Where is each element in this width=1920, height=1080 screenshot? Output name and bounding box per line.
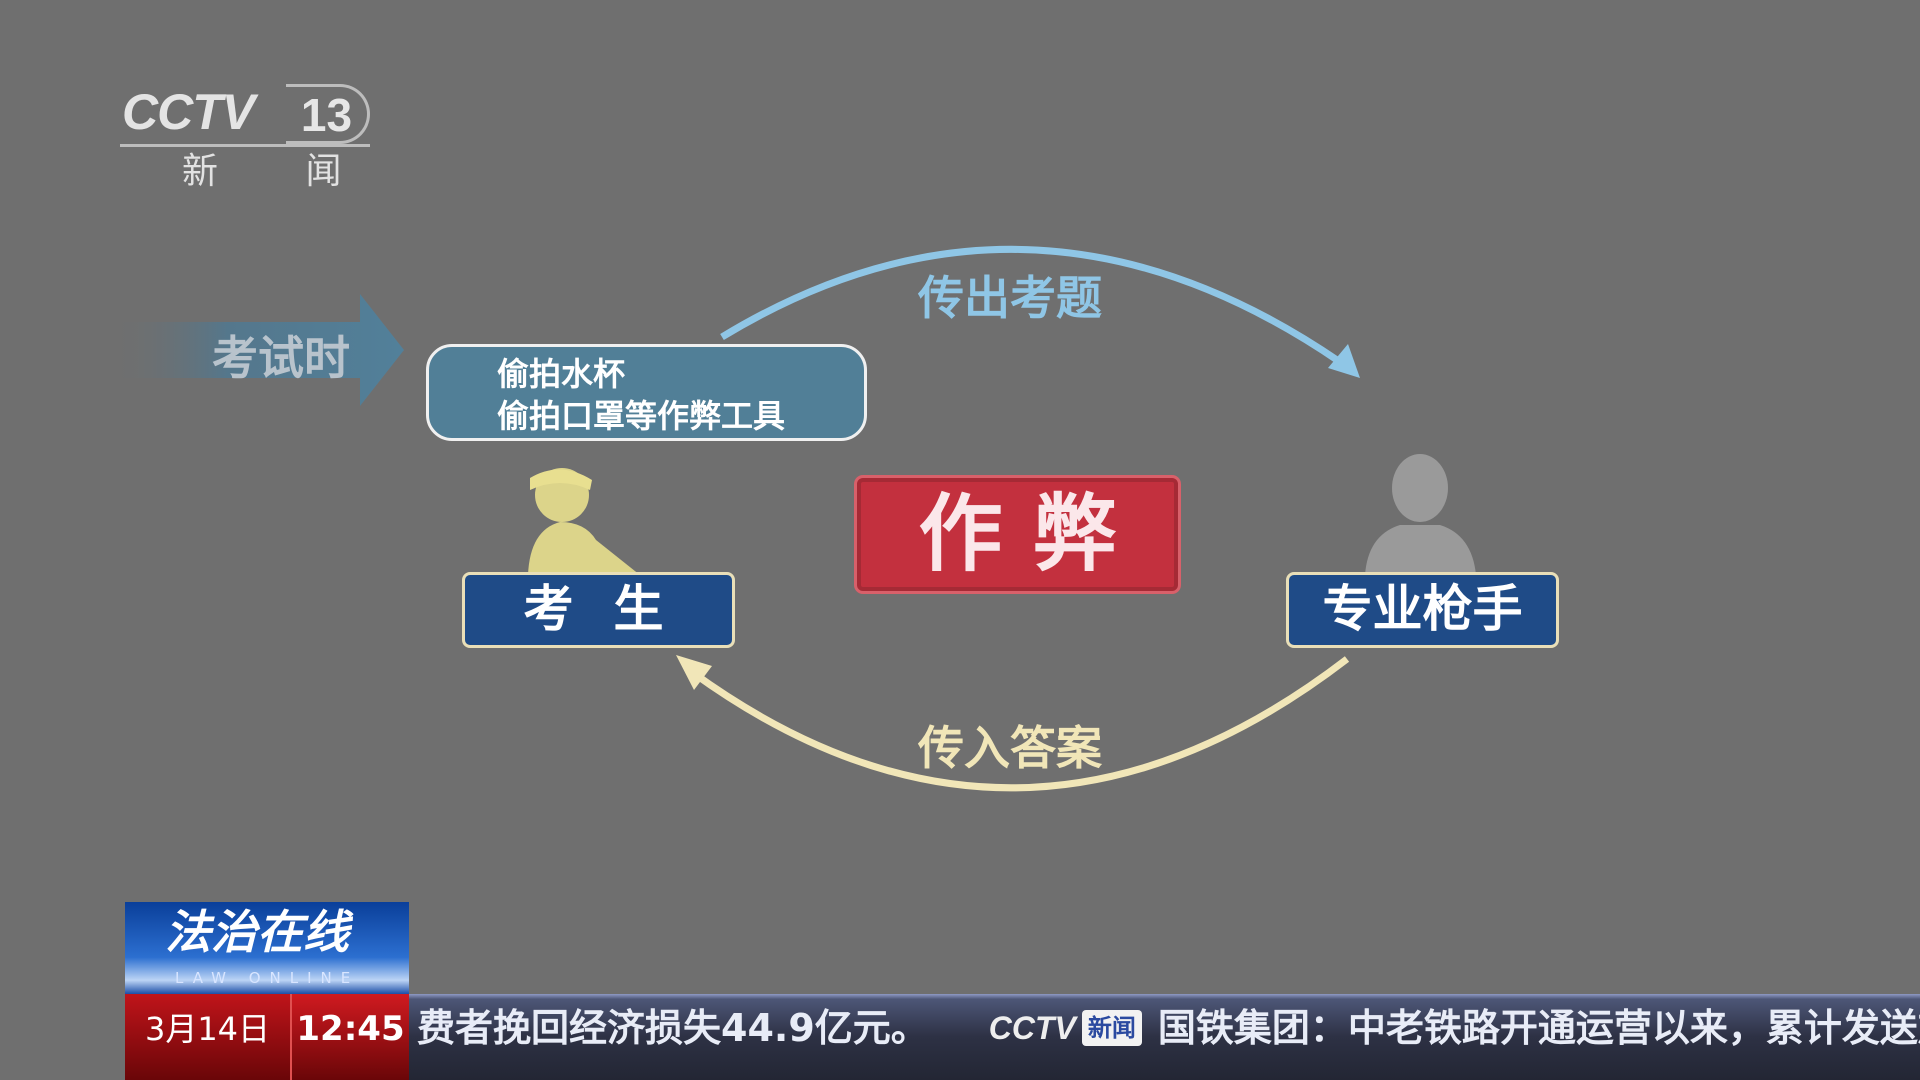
news-ticker: 费者挽回经济损失44.9亿元。 CCTV 新闻 国铁集团：中老铁路开通运营以来，… xyxy=(409,994,1920,1080)
gunman-figure-icon xyxy=(1365,454,1476,575)
ticker-text: 国铁集团：中老铁路开通运营以来，累计发送旅 xyxy=(1157,1006,1920,1050)
program-title: 法治在线 xyxy=(165,905,349,959)
stage-label: 考试时 xyxy=(212,331,350,385)
cheating-tools-box: 偷拍水杯 偷拍口罩等作弊工具 xyxy=(426,344,867,441)
receive-arc xyxy=(689,656,1350,792)
send-questions-label: 传出考题 xyxy=(918,271,1102,325)
broadcast-time: 12:45 xyxy=(290,994,409,1080)
cctv-wordmark: CCTV xyxy=(122,84,255,140)
channel-name: 新 闻 xyxy=(182,151,380,192)
broadcast-date: 3月14日 xyxy=(125,994,290,1080)
tool-item: 偷拍水杯 xyxy=(497,355,626,393)
ticker-logo-tag: 新闻 xyxy=(1081,1010,1142,1046)
student-box: 考生 xyxy=(462,572,735,648)
ticker-text: 费者挽回经济损失44.9亿元。 xyxy=(417,1006,929,1050)
program-subtitle: LAW ONLINE xyxy=(175,969,360,987)
send-arc xyxy=(720,245,1342,365)
channel-number: 13 xyxy=(286,84,370,144)
program-logo: 法治在线 LAW ONLINE xyxy=(125,902,409,994)
stage-arrow xyxy=(110,294,404,406)
logo-underline xyxy=(120,144,370,147)
receive-arrowhead-icon xyxy=(676,655,712,690)
ticker-logo-brand: CCTV xyxy=(988,1009,1076,1046)
gunman-box: 专业枪手 xyxy=(1286,572,1559,648)
ticker-logo: CCTV 新闻 xyxy=(989,1010,1142,1047)
tool-item: 偷拍口罩等作弊工具 xyxy=(497,397,786,435)
send-arrowhead-icon xyxy=(1328,344,1360,378)
receive-answers-label: 传入答案 xyxy=(918,721,1102,775)
cheating-badge: 作弊 xyxy=(857,478,1178,591)
student-figure-icon xyxy=(528,468,640,575)
